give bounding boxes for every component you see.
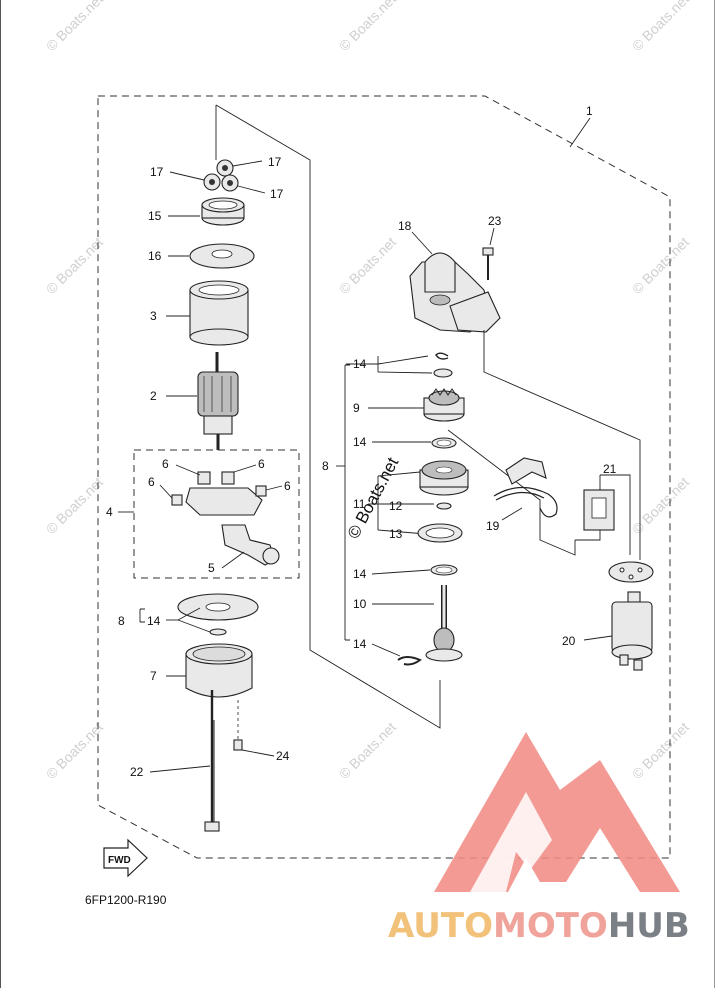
watermark: © Boats.net bbox=[629, 234, 692, 297]
callout-14: 14 bbox=[353, 435, 367, 449]
callout-14: 14 bbox=[353, 357, 367, 371]
solenoid bbox=[611, 591, 653, 671]
callout-11: 11 bbox=[353, 497, 366, 511]
watermark: © Boats.net bbox=[336, 0, 399, 54]
watermarks: © Boats.net © Boats.net © Boats.net © Bo… bbox=[43, 0, 692, 782]
callout-5: 5 bbox=[208, 561, 215, 575]
watermark: © Boats.net bbox=[629, 0, 692, 54]
callout-3: 3 bbox=[150, 309, 157, 323]
gasket-left bbox=[177, 593, 259, 636]
callout-4: 4 bbox=[106, 505, 113, 519]
callout-6: 6 bbox=[258, 457, 265, 471]
logo-hub: HUB bbox=[607, 906, 690, 946]
through-bolt bbox=[204, 690, 220, 832]
callout-17: 17 bbox=[270, 187, 284, 201]
yoke bbox=[189, 280, 249, 346]
callout-19: 19 bbox=[486, 519, 500, 533]
callout-20: 20 bbox=[562, 634, 576, 648]
callout-14: 14 bbox=[353, 637, 367, 651]
assembly-boundary bbox=[97, 95, 671, 859]
rear-cover bbox=[185, 643, 253, 698]
automotohub-logo-text: AUTOMOTOHUB bbox=[388, 906, 690, 946]
shift-lever bbox=[493, 457, 558, 518]
callout-10: 10 bbox=[353, 597, 367, 611]
plate bbox=[189, 243, 255, 269]
watermark: © Boats.net bbox=[336, 234, 399, 297]
clutch bbox=[419, 460, 469, 496]
callout-15: 15 bbox=[148, 209, 162, 223]
callout-8: 8 bbox=[322, 459, 329, 473]
left-axis-frame bbox=[215, 104, 441, 729]
watermark: © Boats.net bbox=[629, 474, 692, 537]
ring-plate bbox=[417, 523, 463, 543]
logo-moto: MOTO bbox=[492, 906, 608, 946]
diagram-code: 6FP1200-R190 bbox=[85, 893, 167, 907]
logo-auto: AUTO bbox=[388, 906, 493, 946]
grommet bbox=[583, 489, 615, 531]
callout-6: 6 bbox=[162, 457, 169, 471]
callout-16: 16 bbox=[148, 249, 162, 263]
callout-6: 6 bbox=[148, 475, 155, 489]
brush-holder-box bbox=[133, 449, 300, 579]
fwd-arrow: FWD bbox=[103, 838, 148, 878]
drive-housing bbox=[409, 252, 501, 333]
callout-18: 18 bbox=[398, 219, 412, 233]
callout-1: 1 bbox=[586, 104, 593, 118]
watermark: © Boats.net bbox=[43, 474, 106, 537]
pinion bbox=[423, 388, 465, 422]
callout-7: 7 bbox=[150, 669, 157, 683]
callout-17: 17 bbox=[268, 155, 282, 169]
callout-21: 21 bbox=[603, 462, 617, 476]
callout-14: 14 bbox=[147, 614, 161, 628]
housing-bolt bbox=[482, 247, 494, 280]
brush-holder bbox=[171, 471, 280, 566]
callout-8: 8 bbox=[118, 614, 125, 628]
callout-14: 14 bbox=[353, 567, 367, 581]
callout-22: 22 bbox=[130, 765, 144, 779]
watermark: © Boats.net bbox=[336, 719, 399, 782]
fwd-label: FWD bbox=[108, 855, 131, 866]
armature bbox=[197, 352, 239, 450]
callout-13: 13 bbox=[389, 527, 403, 541]
callout-24: 24 bbox=[276, 749, 290, 763]
watermark: © Boats.net bbox=[629, 719, 692, 782]
callout-9: 9 bbox=[353, 401, 360, 415]
watermark: © Boats.net bbox=[43, 234, 106, 297]
watermark: © Boats.net bbox=[43, 719, 106, 782]
callout-23: 23 bbox=[488, 214, 502, 228]
callout-2: 2 bbox=[150, 389, 157, 403]
solenoid-gasket bbox=[608, 561, 654, 583]
automotohub-logo-mark bbox=[434, 732, 680, 892]
internal-gear bbox=[201, 197, 245, 226]
callout-17: 17 bbox=[150, 165, 164, 179]
planet-gears bbox=[203, 159, 239, 192]
pinion-shaft bbox=[425, 585, 463, 662]
watermark: © Boats.net bbox=[43, 0, 106, 54]
callout-6: 6 bbox=[284, 479, 291, 493]
screw bbox=[233, 700, 243, 751]
callout-12: 12 bbox=[389, 499, 403, 513]
